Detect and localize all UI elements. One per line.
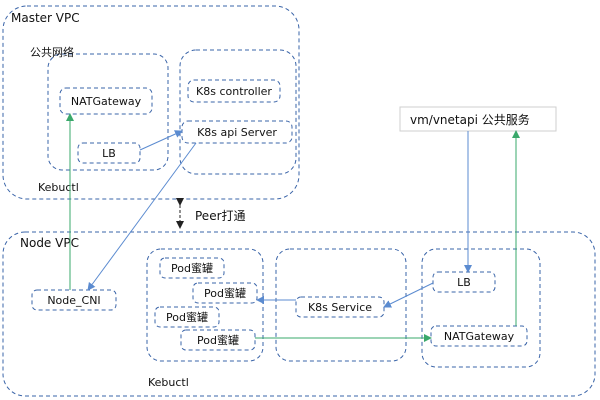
api-server-to-node-cni-arrow xyxy=(87,142,197,291)
public-service-box xyxy=(399,106,557,132)
node-lb-box xyxy=(432,271,496,293)
node-lb-to-k8s-service-arrow xyxy=(383,282,434,308)
node-cni-label: Node_CNI xyxy=(47,294,100,307)
node-nat-gateway-label: NATGateway xyxy=(444,330,515,343)
k8s-service-label: K8s Service xyxy=(308,301,372,314)
pod-honeypot-2-label: Pod蜜罐 xyxy=(204,286,246,300)
k8s-control-plane-group xyxy=(179,49,297,175)
k8s-service-box xyxy=(295,296,385,318)
k8s-controller-box xyxy=(187,79,281,103)
master-nat-gateway-box xyxy=(59,87,153,115)
pod-honeypot-1-label: Pod蜜罐 xyxy=(171,261,213,275)
node-kebuctl-label: Kebuctl xyxy=(148,376,189,389)
pod-group xyxy=(146,248,264,362)
node-network-group xyxy=(421,248,541,368)
master-lb-box xyxy=(77,142,141,164)
pod-honeypot-3-label: Pod蜜罐 xyxy=(166,310,208,324)
node-lb-label: LB xyxy=(457,276,471,289)
public-network-group xyxy=(47,53,169,171)
k8s-service-group xyxy=(275,248,407,362)
lb-to-api-server-arrow xyxy=(139,130,183,151)
master-nat-gateway-label: NATGateway xyxy=(71,95,142,108)
public-service-label: vm/vnetapi 公共服务 xyxy=(410,112,530,127)
master-lb-label: LB xyxy=(102,147,116,160)
node-vpc-title: Node VPC xyxy=(20,236,79,250)
k8s-controller-label: K8s controller xyxy=(196,85,272,98)
pod-honeypot-4-label: Pod蜜罐 xyxy=(197,333,239,347)
node-nat-gateway-box xyxy=(430,325,528,347)
pod-honeypot-4-box xyxy=(180,329,256,351)
peer-link-label: Peer打通 xyxy=(195,209,246,223)
master-kebuctl-label: Kebuctl xyxy=(38,181,79,194)
node-vpc-container xyxy=(2,231,596,397)
public-network-label: 公共网络 xyxy=(30,45,74,59)
pod-honeypot-3-box xyxy=(154,306,220,328)
pod-honeypot-2-box xyxy=(192,282,258,304)
pod-honeypot-1-box xyxy=(159,257,225,279)
master-vpc-title: Master VPC xyxy=(11,11,80,25)
master-vpc-container xyxy=(2,5,300,200)
node-cni-box xyxy=(31,289,117,311)
k8s-api-server-label: K8s api Server xyxy=(197,126,277,139)
